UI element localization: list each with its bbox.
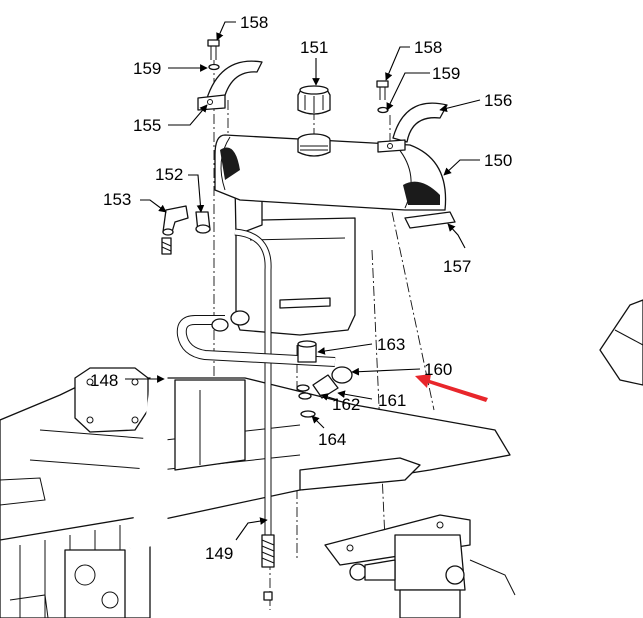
callout-151: 151: [300, 38, 328, 57]
bracket-clamp-left: [197, 60, 263, 111]
callout-156: 156: [484, 91, 512, 110]
bracket-clamp-right: [377, 102, 448, 153]
callout-163: 163: [377, 335, 405, 354]
filler-cap: [297, 85, 331, 115]
callout-149: 149: [205, 544, 233, 563]
tank-upper-reservoir: [214, 134, 447, 211]
callout-157: 157: [443, 257, 471, 276]
callout-153: 153: [103, 190, 131, 209]
fuel-tank: [234, 184, 356, 336]
callout-160: 160: [424, 360, 452, 379]
gasket-strip: [404, 211, 456, 229]
bolts-and-washers: [207, 39, 389, 114]
callout-155: 155: [133, 116, 161, 135]
callout-159-left: 159: [133, 59, 161, 78]
side-part-right: [599, 299, 643, 386]
filler-neck: [297, 133, 331, 157]
fitting-elbow-153: [162, 205, 189, 236]
callout-164: 164: [318, 430, 346, 449]
filter-assembly: [324, 514, 516, 618]
callout-162: 162: [332, 395, 360, 414]
callout-158-right: 158: [414, 38, 442, 57]
highlight-arrow: [415, 374, 488, 402]
callout-158-left: 158: [240, 13, 268, 32]
fitting-elbow-152: [195, 211, 211, 234]
callout-labels: 158 151 158 159 159 156 155 150 152 153 …: [90, 13, 512, 563]
hose-148: [129, 237, 172, 550]
callout-159-right: 159: [432, 64, 460, 83]
callout-152: 152: [155, 165, 183, 184]
hose-149: [234, 228, 275, 601]
callout-150: 150: [484, 151, 512, 170]
return-pipe: [176, 310, 353, 384]
leader-lines: [125, 21, 481, 541]
callout-161: 161: [378, 391, 406, 410]
callout-148: 148: [90, 371, 118, 390]
connector-161: [296, 374, 339, 418]
